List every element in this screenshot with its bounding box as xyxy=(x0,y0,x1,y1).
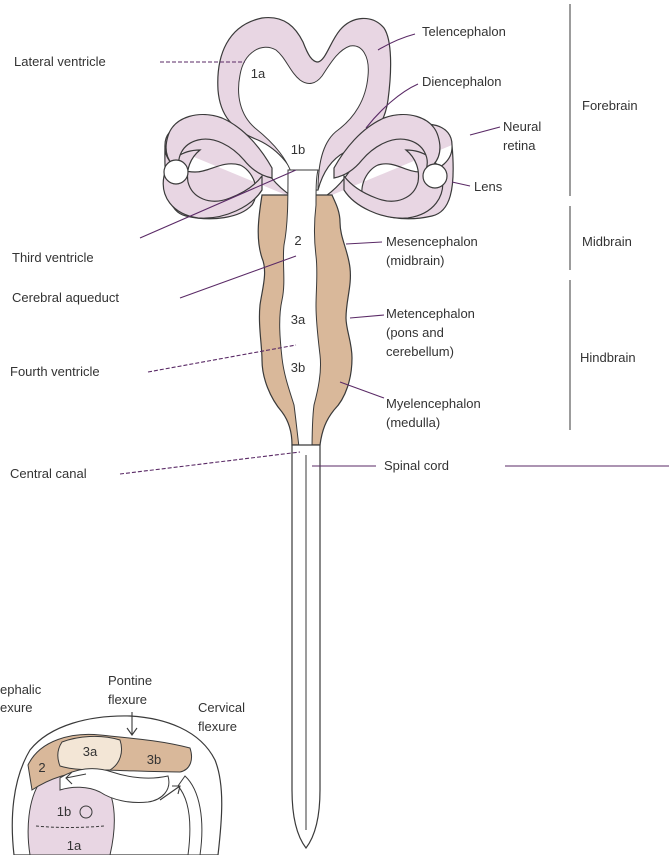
label-mesencephalon-1: Mesencephalon xyxy=(386,234,478,249)
left-lens xyxy=(164,160,188,184)
label-myelencephalon-1: Myelencephalon xyxy=(386,396,481,411)
label-lens: Lens xyxy=(474,179,503,194)
vesicle-1a: 1a xyxy=(251,66,266,81)
inset-num-2: 2 xyxy=(38,760,45,775)
label-spinal-cord: Spinal cord xyxy=(384,458,449,473)
region-midbrain: Midbrain xyxy=(582,234,632,249)
label-fourth-ventricle: Fourth ventricle xyxy=(10,364,100,379)
inset-cervical-1: Cervical xyxy=(198,700,245,715)
label-mesencephalon-2: (midbrain) xyxy=(386,253,445,268)
label-neural-retina-2: retina xyxy=(503,138,536,153)
label-cerebral-aqueduct: Cerebral aqueduct xyxy=(12,290,119,305)
inset-num-3b: 3b xyxy=(147,752,161,767)
inset-cephalic-2: exure xyxy=(0,700,33,715)
vesicle-1b: 1b xyxy=(291,142,305,157)
label-third-ventricle: Third ventricle xyxy=(12,250,94,265)
region-forebrain: Forebrain xyxy=(582,98,638,113)
vesicle-3b: 3b xyxy=(291,360,305,375)
inset-num-3a: 3a xyxy=(83,744,98,759)
label-neural-retina-1: Neural xyxy=(503,119,541,134)
inset-num-1a: 1a xyxy=(67,838,82,853)
label-metencephalon-3: cerebellum) xyxy=(386,344,454,359)
inset-num-1b: 1b xyxy=(57,804,71,819)
label-central-canal: Central canal xyxy=(10,466,87,481)
label-metencephalon-2: (pons and xyxy=(386,325,444,340)
inset-cervical-2: flexure xyxy=(198,719,237,734)
vesicle-3a: 3a xyxy=(291,312,306,327)
inset-pontine-2: flexure xyxy=(108,692,147,707)
right-lens xyxy=(423,164,447,188)
region-hindbrain: Hindbrain xyxy=(580,350,636,365)
inset-cephalic-1: ephalic xyxy=(0,682,42,697)
label-lateral-ventricle: Lateral ventricle xyxy=(14,54,106,69)
label-myelencephalon-2: (medulla) xyxy=(386,415,440,430)
inset-pontine-1: Pontine xyxy=(108,673,152,688)
label-telencephalon: Telencephalon xyxy=(422,24,506,39)
vesicle-2: 2 xyxy=(294,233,301,248)
label-metencephalon-1: Metencephalon xyxy=(386,306,475,321)
label-diencephalon: Diencephalon xyxy=(422,74,502,89)
flexure-inset: ephalic exure Pontine flexure Cervical f… xyxy=(0,673,245,855)
